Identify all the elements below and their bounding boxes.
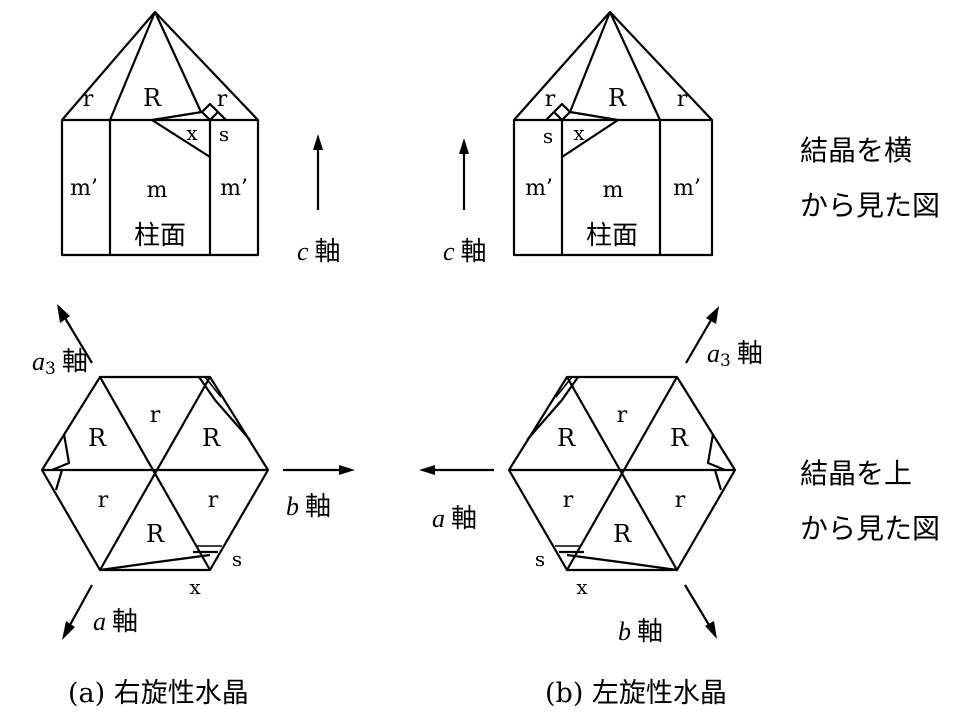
a3-axis-arrow [685,319,712,364]
face-label-x: x [573,121,585,145]
arrow-head [419,465,435,475]
pyramid-edge [609,11,661,121]
arrow-head [705,621,717,639]
facet-edge [99,553,211,572]
pyramid-edge [154,11,202,113]
face-label-m: m [147,178,168,203]
face-label-r: r [208,488,219,513]
side-view-caption-line2: から見た図 [800,189,940,222]
prism-face-label: 柱面 [586,221,638,251]
face-label-m-prime: m’ [673,176,701,201]
s-face-edge [545,111,555,121]
facet-edge [204,376,222,398]
face-label-R: R [143,84,162,112]
face-label-r: r [617,403,628,428]
face-label-R: R [88,424,107,452]
face-label-x: x [189,575,201,599]
left-handed-side-view: r R r s x m’ m m’ 柱面 [512,10,714,257]
pyramid-edge [568,11,612,113]
facet-edge [706,433,726,472]
a-axis-arrow [69,584,93,626]
top-view-caption-line1: 結晶を上 [800,457,912,490]
face-label-r: r [217,87,228,112]
facet-edge [54,469,64,491]
facet-edge [51,433,71,472]
facet-edge [566,553,678,572]
s-face-diamond [200,102,220,122]
face-label-R: R [146,520,165,548]
facet-edge [198,376,251,441]
arrow-head [62,621,75,640]
face-label-r: r [98,488,109,513]
face-label-x: x [186,121,198,145]
arrow-head [706,306,719,324]
s-face-edge [217,111,227,121]
b-axis-arrow [684,584,710,626]
arrow-head [459,138,469,154]
top-view-caption: 結晶を上 から見た図 [800,457,940,545]
face-label-m-prime: m’ [220,176,248,201]
side-view-outline [60,10,260,257]
face-label-r: r [677,87,688,112]
face-label-r: r [83,87,94,112]
face-label-R: R [670,424,689,452]
top-view-caption-line2: から見た図 [800,512,940,545]
facet-edge [526,376,579,441]
arrow-head [339,465,355,475]
hex-diagonal [566,376,678,571]
hex-diagonal [99,376,211,571]
pyramid-edge [108,11,157,121]
s-face-diamond [552,102,572,122]
side-view-caption: 結晶を横 から見た図 [800,134,940,222]
prism-face-label: 柱面 [134,221,186,251]
x-face-edge [561,119,619,158]
side-view-caption-line1: 結晶を横 [800,134,912,167]
face-label-m-prime: m’ [525,176,553,201]
caption-right-handed: (a) 右旋性水晶 [68,678,249,709]
face-label-s: s [543,124,553,148]
face-label-r: r [563,488,574,513]
face-label-R: R [202,424,221,452]
x-face-edge [151,110,203,122]
face-label-s: s [219,122,229,146]
caption-left-handed: (b) 左旋性水晶 [545,678,727,709]
right-handed-side-view: r R r x s m’ m m’ 柱面 [60,10,260,257]
a3-axis-arrow [64,317,93,364]
right-handed-top-view: r R R r r R s x [40,375,270,599]
face-label-x: x [576,575,588,599]
face-label-s: s [535,547,545,571]
face-label-r: r [675,488,686,513]
face-label-r: r [545,87,556,112]
arrow-head [313,134,323,150]
left-handed-top-view: r R R r r R s x [507,375,737,599]
face-label-r: r [150,403,161,428]
face-label-R: R [608,84,627,112]
face-label-m: m [603,178,624,203]
x-face-edge [569,110,619,122]
face-label-R: R [613,520,632,548]
arrow-head [57,304,70,323]
facet-edge [713,469,723,491]
face-label-R: R [557,424,576,452]
x-face-edge [151,119,211,158]
facet-edge [555,376,573,398]
side-view-outline [512,10,714,257]
face-label-s: s [232,547,242,571]
face-label-m-prime: m’ [70,176,98,201]
